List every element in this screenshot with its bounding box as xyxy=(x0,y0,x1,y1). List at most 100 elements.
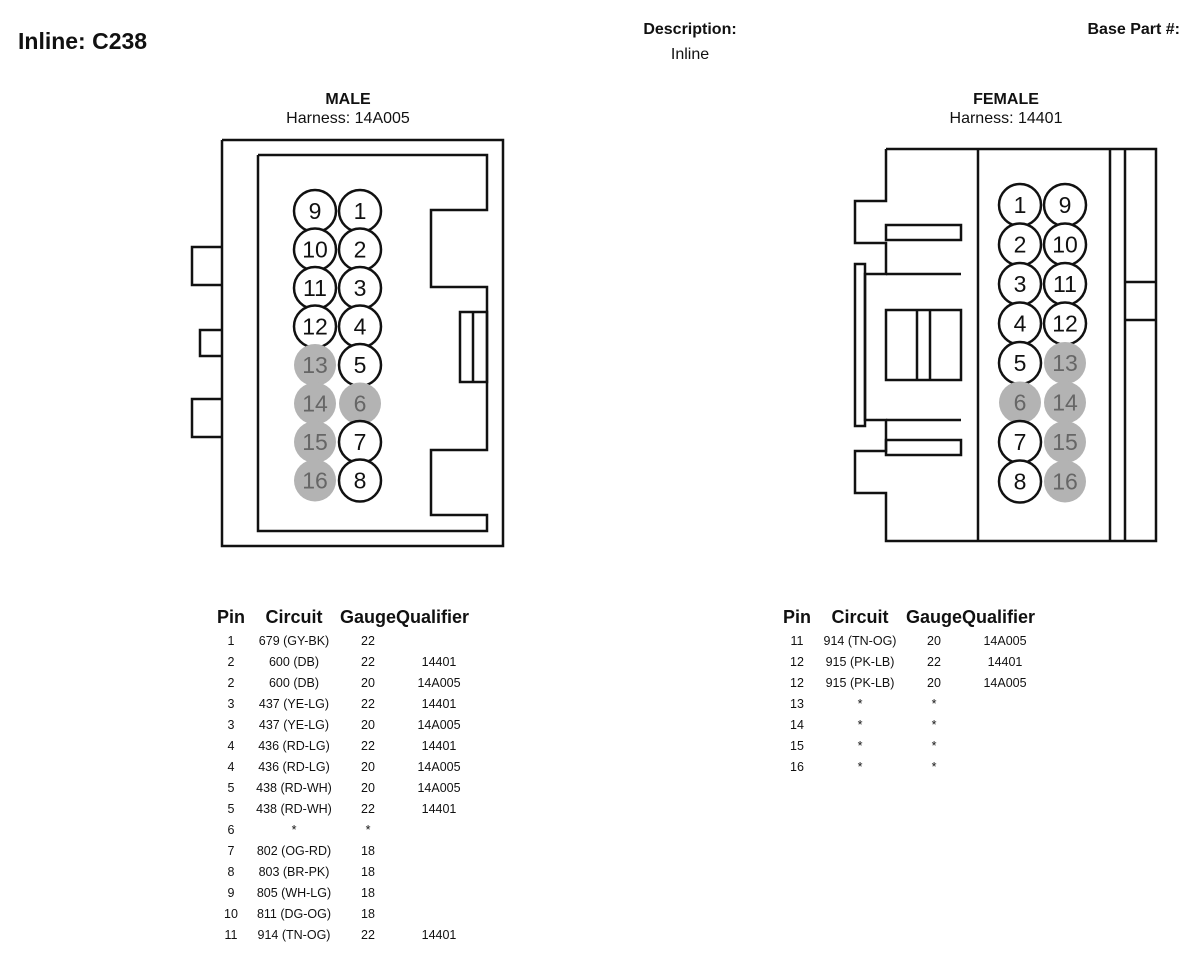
male-harness-label: Harness: 14A005 xyxy=(286,110,410,127)
circuit-cell: 805 (WH-LG) xyxy=(256,885,332,900)
gauge-cell: 20 xyxy=(927,675,941,690)
cavity-pin-label: 5 xyxy=(1014,350,1027,376)
qualifier-header: Qualifier xyxy=(396,606,470,627)
cavity-pin-label: 14 xyxy=(302,391,328,417)
cavity-pin-label: 9 xyxy=(1059,192,1072,218)
cavity-pin-label: 8 xyxy=(1014,469,1027,495)
gauge-cell: 20 xyxy=(361,717,375,732)
gauge-cell: 20 xyxy=(361,675,375,690)
cavity-pin-label: 4 xyxy=(354,314,367,340)
cavity-pin-label: 11 xyxy=(303,275,327,301)
table-row: 3 437 (YE-LG) 20 14A005 xyxy=(214,714,482,735)
cavity-pin-label: 5 xyxy=(354,352,367,378)
gauge-cell: 20 xyxy=(361,759,375,774)
pin-cell: 12 xyxy=(790,675,804,690)
pin-cell: 1 xyxy=(227,633,235,648)
cavity-circle xyxy=(999,381,1041,424)
cavity-circle xyxy=(997,459,1043,504)
cavity-pin-label: 8 xyxy=(354,468,367,494)
gauge-header: Gauge xyxy=(906,606,963,627)
qualifier-cell: 14401 xyxy=(421,927,457,942)
female-heading: FEMALE Harness: 14401 xyxy=(906,90,1106,128)
gauge-cell: 22 xyxy=(361,738,375,753)
cavity-pin-label: 7 xyxy=(354,429,367,455)
qualifier-cell: 14401 xyxy=(421,696,457,711)
cavity-pin-label: 10 xyxy=(1052,232,1078,258)
qualifier-cell xyxy=(396,882,482,903)
female-harness-label: Harness: 14401 xyxy=(949,110,1063,127)
circuit-cell: 436 (RD-LG) xyxy=(258,738,330,753)
pin-cell: 9 xyxy=(227,885,235,900)
circuit-cell: 803 (BR-PK) xyxy=(258,864,330,879)
pin-cell: 3 xyxy=(227,717,235,732)
pin-cell: 4 xyxy=(227,738,235,753)
pin-cell: 11 xyxy=(790,633,804,648)
cavity-pin-label: 6 xyxy=(354,391,367,417)
gauge-cell: * xyxy=(931,738,937,753)
gauge-cell: 22 xyxy=(927,654,941,669)
cavity-pin-label: 4 xyxy=(1014,311,1027,337)
pin-cell: 12 xyxy=(790,654,804,669)
qualifier-cell: 14A005 xyxy=(417,717,461,732)
male-connector-housing xyxy=(190,138,505,548)
circuit-cell: 438 (RD-WH) xyxy=(256,780,332,795)
gauge-header: Gauge xyxy=(340,606,397,627)
table-row: 13** xyxy=(780,693,1048,714)
gauge-cell: * xyxy=(365,822,371,837)
cavity-circle xyxy=(1044,381,1086,424)
pin-cell: 2 xyxy=(227,654,235,669)
cavity-circle xyxy=(294,382,336,425)
cavity-pin-label: 12 xyxy=(302,314,328,340)
circuit-cell: 914 (TN-OG) xyxy=(823,633,897,648)
table-row: 15** xyxy=(780,735,1048,756)
gauge-cell: 18 xyxy=(361,843,375,858)
circuit-cell: 915 (PK-LB) xyxy=(825,654,895,669)
cavity-circle xyxy=(1044,342,1086,384)
circuit-cell: 600 (DB) xyxy=(268,654,320,669)
circuit-header: Circuit xyxy=(265,606,323,627)
pin-header: Pin xyxy=(216,606,245,627)
circuit-cell: 438 (RD-WH) xyxy=(256,801,332,816)
circuit-cell: * xyxy=(857,696,863,711)
qualifier-cell: 14401 xyxy=(421,738,457,753)
gauge-cell: 18 xyxy=(361,885,375,900)
circuit-cell: 811 (DG-OG) xyxy=(256,906,332,921)
qualifier-cell xyxy=(962,714,1048,735)
cavity-pin-label: 9 xyxy=(309,198,322,224)
cavity-pin-label: 3 xyxy=(1014,271,1027,297)
cavity-pin-label: 13 xyxy=(1052,350,1078,376)
table-row: 14** xyxy=(780,714,1048,735)
qualifier-cell: 14A005 xyxy=(417,675,461,690)
qualifier-cell: 14401 xyxy=(421,801,457,816)
cavity-pin-label: 11 xyxy=(1053,271,1077,297)
circuit-cell: 437 (YE-LG) xyxy=(258,717,330,732)
description-value: Inline xyxy=(670,46,710,63)
cavity-pin-label: 2 xyxy=(354,237,367,263)
qualifier-cell xyxy=(396,630,482,651)
male-heading: MALE Harness: 14A005 xyxy=(248,90,448,128)
pin-cell: 6 xyxy=(227,822,235,837)
gauge-cell: * xyxy=(931,696,937,711)
circuit-cell: * xyxy=(291,822,297,837)
qualifier-cell: 14A005 xyxy=(417,759,461,774)
qualifier-cell: 14A005 xyxy=(417,780,461,795)
pin-cell: 5 xyxy=(227,780,235,795)
cavity-circle xyxy=(337,458,383,503)
gauge-cell: 22 xyxy=(361,696,375,711)
qualifier-cell xyxy=(396,903,482,924)
gauge-cell: 18 xyxy=(361,906,375,921)
